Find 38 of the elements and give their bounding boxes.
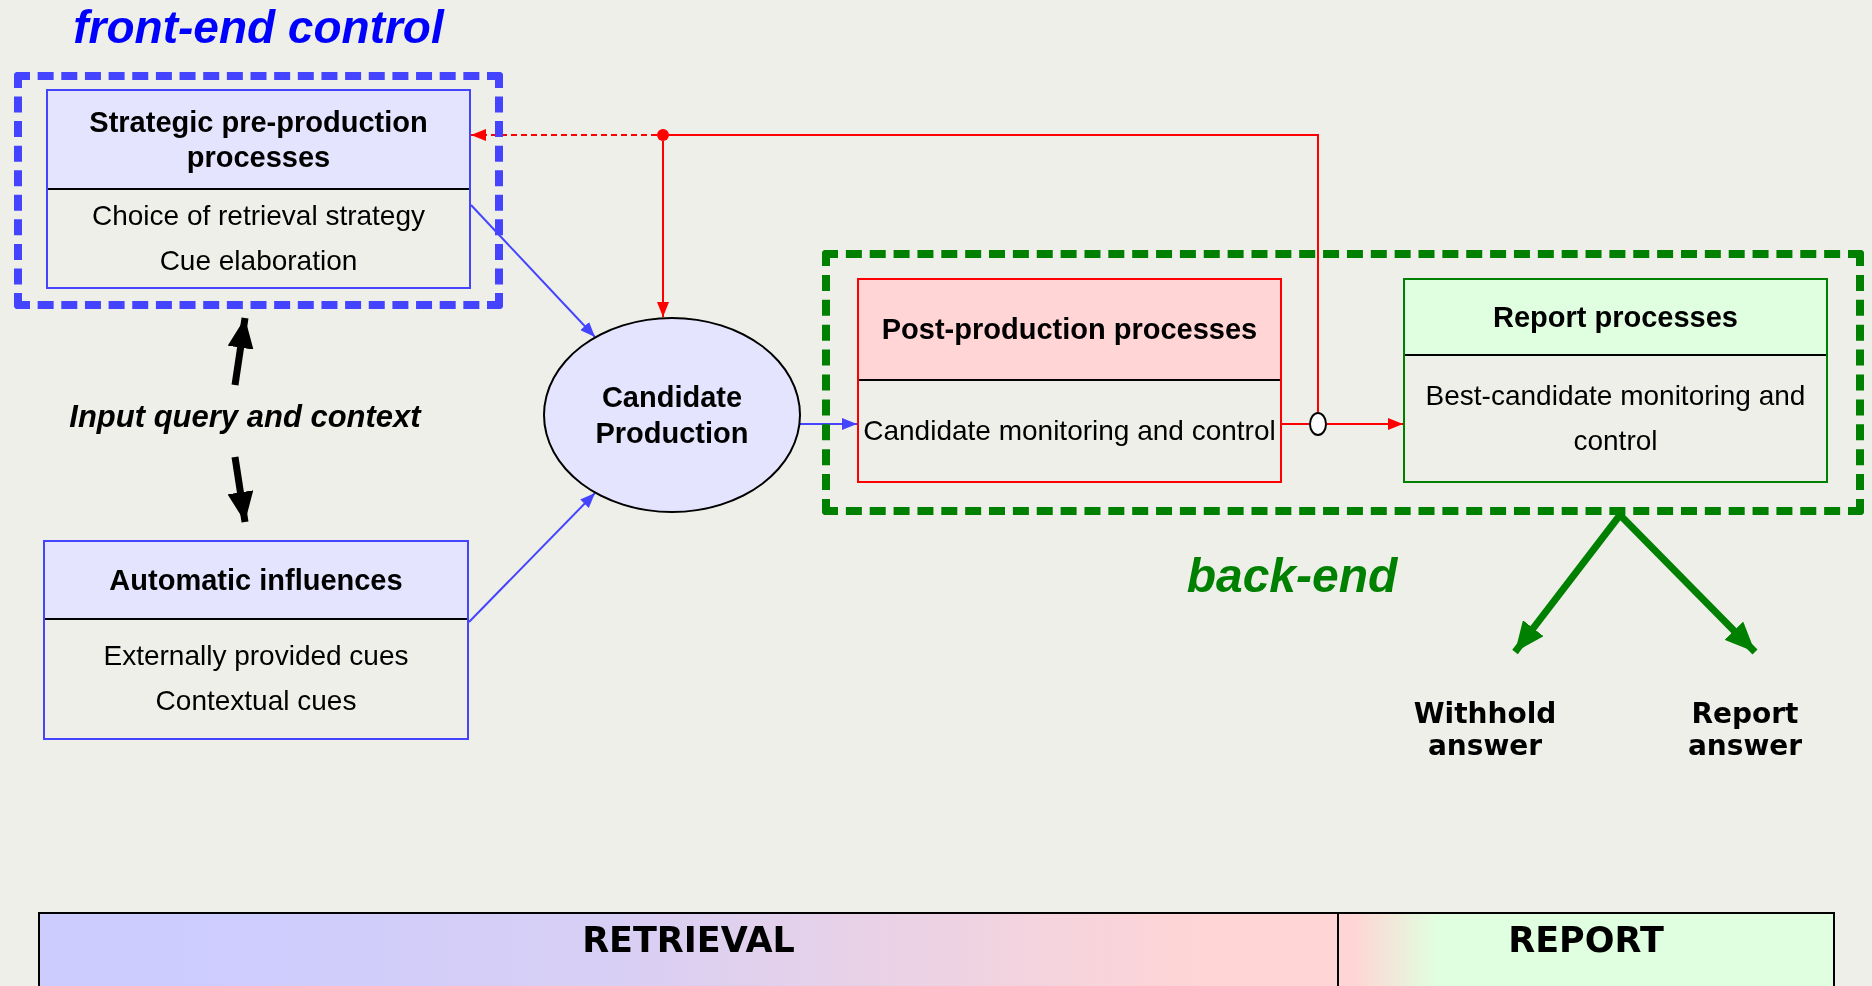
box-text: Choice of retrieval strategy (91, 198, 425, 233)
junction-dot (657, 129, 669, 141)
arrow (1326, 418, 1404, 430)
arrow (799, 418, 858, 430)
box-text: Externally provided cues (103, 639, 409, 674)
box-text: Best-candidate monitoring and control (1424, 378, 1807, 458)
phase-bar (1337, 912, 1835, 986)
phase-label: REPORT (1508, 920, 1664, 962)
ellipse-label: Candidate Production (594, 379, 750, 451)
process-box (1403, 278, 1828, 483)
process-box (857, 278, 1282, 483)
box-text: Cue elaboration (159, 243, 358, 278)
arrow (468, 492, 596, 623)
process-box (46, 89, 471, 289)
process-box (43, 540, 469, 740)
arrow (657, 140, 669, 318)
box-heading: Post-production processes (881, 312, 1258, 347)
box-heading: Strategic pre-production processes (88, 104, 429, 175)
phase-bar (38, 912, 1339, 986)
phase-label: RETRIEVAL (582, 920, 795, 962)
group-title: front-end control (72, 0, 446, 54)
text-label: Withhold answer (1412, 697, 1558, 763)
arrow (470, 129, 658, 141)
text-label: Report answer (1686, 697, 1804, 763)
connector-line (1281, 423, 1310, 425)
thick-arrow (1512, 512, 1623, 655)
box-heading: Automatic influences (109, 562, 403, 598)
thick-arrow (227, 456, 254, 523)
thick-arrow (1617, 512, 1758, 655)
box-text: Contextual cues (155, 684, 357, 718)
arrow (470, 204, 596, 338)
box-heading: Report processes (1493, 299, 1738, 335)
thick-arrow (227, 317, 254, 386)
junction-circle (1309, 412, 1327, 436)
connector-line (668, 134, 1319, 413)
group-title: back-end (1185, 548, 1399, 603)
text-label: Input query and context (69, 399, 421, 435)
box-text: Candidate monitoring and control (863, 413, 1276, 448)
